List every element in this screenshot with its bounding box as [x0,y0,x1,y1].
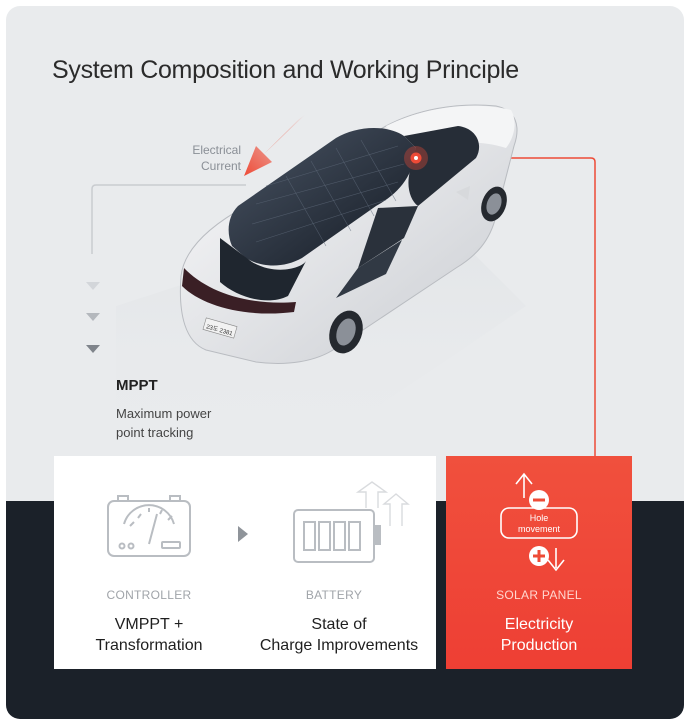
diagram-card: System Composition and Working Principle [6,6,684,719]
current-arrow-icon [244,114,306,176]
solar-panel-value: Electricity Production [500,616,578,654]
controller-icon [107,495,191,557]
controller-value: VMPPT + Transformation [95,616,203,654]
car-illustration: 23도 2381 [179,104,518,364]
hole-text-line2: movement [518,524,561,534]
chevron-down-icon [86,313,100,321]
solar-panel-label: SOLAR PANEL [496,588,582,602]
electrical-current-label: Electrical Current [192,143,241,173]
current-connector-line [91,184,246,254]
solar-connector-line [416,157,596,456]
mppt-heading: MPPT [116,377,158,394]
chevron-right-icon [238,526,248,542]
chevron-down-icon [86,345,100,353]
battery-icon [293,481,410,563]
diagram-title: System Composition and Working Principle [52,56,519,84]
hole-text-line1: Hole [530,513,549,523]
diagram-canvas: 23도 2381 [86,104,596,456]
battery-label: BATTERY [305,588,363,602]
components-panel: CONTROLLER VMPPT + Transformation BATTER… [54,456,436,669]
license-plate [202,317,238,339]
solar-panel-box: Hole movement SOLAR PANEL Electricity Pr… [446,456,632,669]
mppt-description: Maximum power point tracking [116,406,212,440]
controller-label: CONTROLLER [106,588,192,602]
chevron-down-icon [86,282,100,290]
battery-value: State of Charge Improvements [259,616,419,654]
